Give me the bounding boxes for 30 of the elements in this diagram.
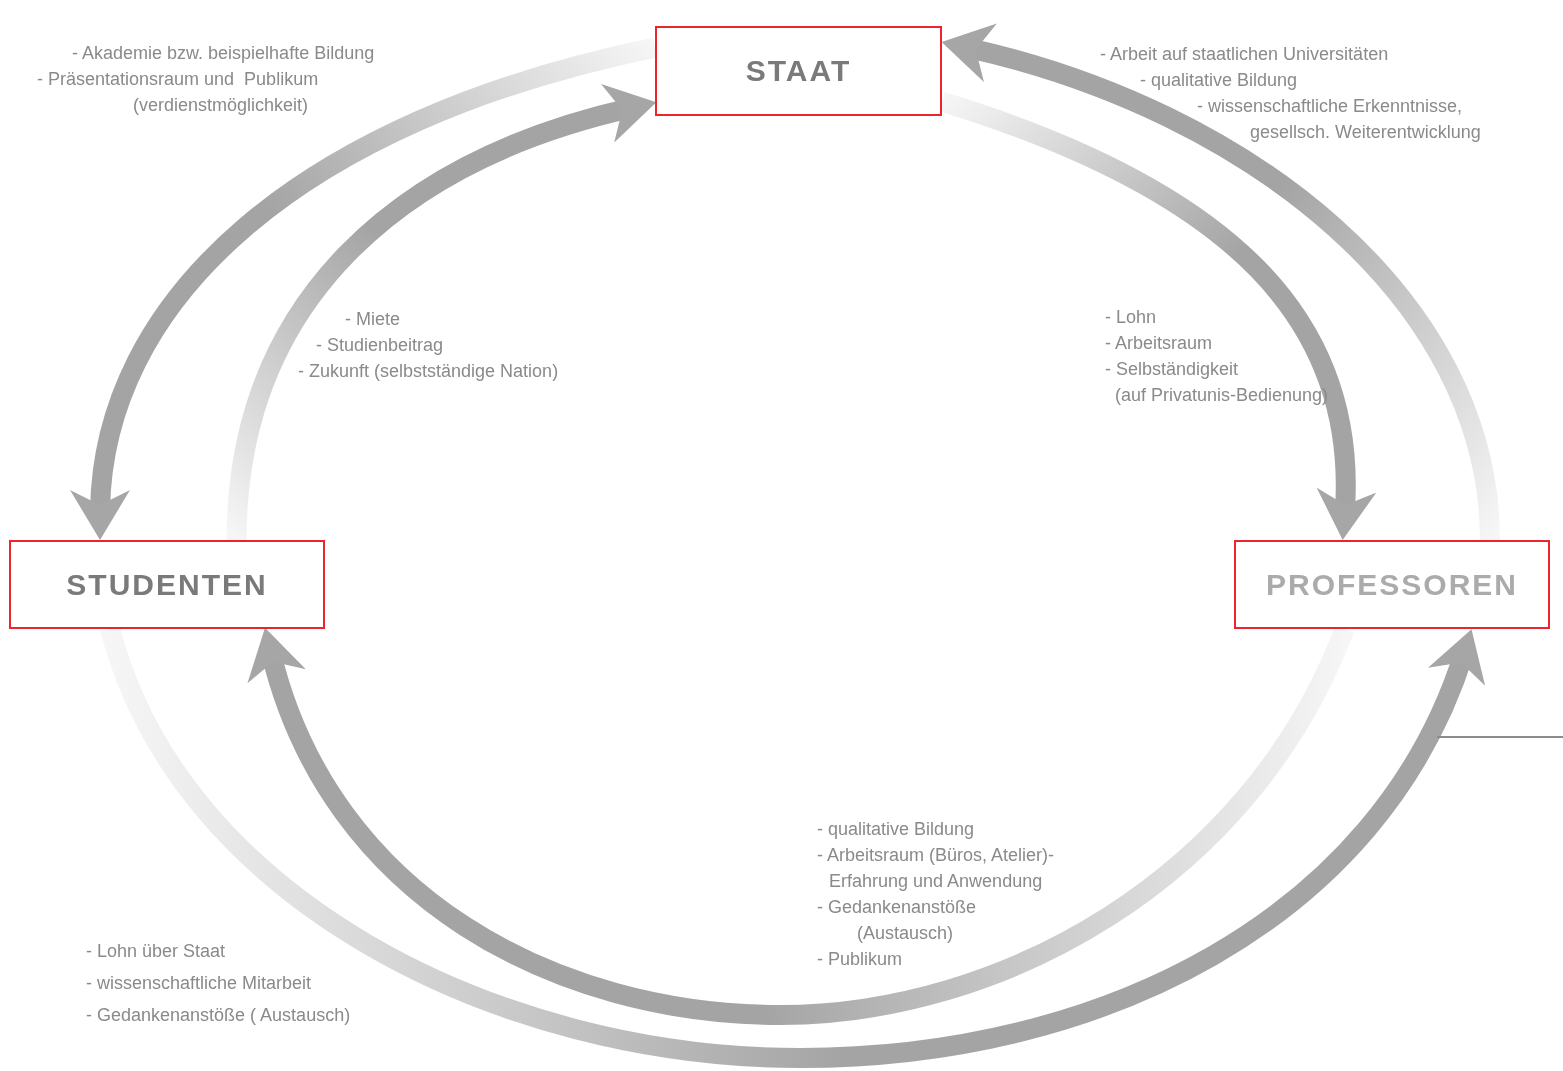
flow-note: gesellsch. Weiterentwicklung [1250,121,1481,143]
entity-box [1234,540,1550,629]
flow-note: Erfahrung und Anwendung [829,870,1043,892]
flow-note: - Akademie bzw. beispielhafte Bildung [72,42,375,64]
flow-note: - qualitative Bildung [817,818,975,840]
entity-label: STUDENTEN [66,567,268,602]
flow-note: - Gedankenanstöße ( Austausch) [86,1004,351,1026]
flow-note: - Arbeitsraum [1105,332,1213,354]
flow-note: (Austausch) [857,922,954,944]
flow-note: - Publikum [817,948,903,970]
flow-note: - Studienbeitrag [316,334,444,356]
flow-note: - Arbeit auf staatlichen Universitäten [1100,43,1389,65]
flow-note: (verdienstmöglichkeit) [133,94,309,116]
flow-note: - Selbständigkeit [1105,358,1239,380]
flow-note: - Lohn über Staat [86,940,226,962]
flow-note: - Gedankenanstöße [817,896,977,918]
entity-label: STAAT [745,54,852,88]
flow-note: - qualitative Bildung [1140,69,1298,91]
entity-box [655,26,942,116]
flow-note: - Lohn [1105,306,1157,328]
flow-note: - Miete [345,308,400,330]
curved-arrow [226,85,657,541]
flow-note: - Präsentationsraum und Publikum [37,68,319,90]
flow-note: - wissenschaftliche Erkenntnisse, [1197,95,1463,117]
curved-arrow [941,24,1500,541]
flow-note: - Arbeitsraum (Büros, Atelier)- [817,844,1055,866]
entity-box [9,540,325,629]
entity-label: PROFESSOREN [1265,567,1518,602]
flow-note: - wissenschaftliche Mitarbeit [86,972,312,994]
flow-note: - Zukunft (selbstständige Nation) [298,360,559,382]
